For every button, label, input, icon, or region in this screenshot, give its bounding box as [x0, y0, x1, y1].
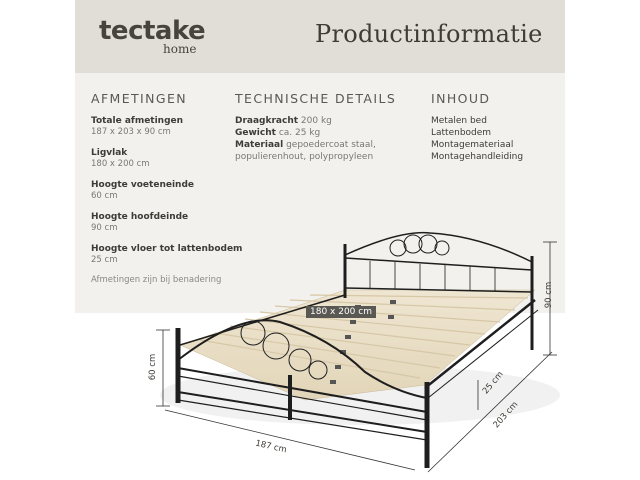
spec-label: Ligvlak — [91, 148, 128, 158]
heading-inhoud: INHOUD — [431, 91, 491, 106]
detail-value: gepoedercoat staal, — [286, 140, 376, 150]
heading-afmetingen: AFMETINGEN — [91, 91, 188, 106]
spec-item: Hoogte hoofdeinde 90 cm — [91, 211, 242, 234]
spec-label: Hoogte voeteneinde — [91, 180, 194, 190]
spec-value: 187 x 203 x 90 cm — [91, 127, 171, 137]
detail-value: ca. 25 kg — [278, 128, 321, 138]
detail-label: Gewicht — [235, 128, 276, 138]
spec-value: 60 cm — [91, 191, 118, 201]
brand-logo: tectake home — [99, 16, 206, 56]
detail-label: Materiaal — [235, 140, 284, 150]
column-inhoud: INHOUD Metalen bed Lattenbodem Montagema… — [431, 91, 523, 163]
approximation-note: Afmetingen zijn bij benadering — [91, 275, 222, 285]
brand-sub: home — [163, 42, 197, 56]
sleeping-area-badge: 180 x 200 cm — [306, 306, 376, 318]
detail-line: Materiaal gepoedercoat staal, — [235, 139, 396, 151]
head-height-label: 90 cm — [544, 281, 555, 309]
column-technische-details: TECHNISCHE DETAILS Draagkracht 200 kg Ge… — [235, 91, 396, 163]
detail-line: Gewicht ca. 25 kg — [235, 127, 396, 139]
spec-label: Totale afmetingen — [91, 116, 184, 126]
spec-item: Totale afmetingen 187 x 203 x 90 cm — [91, 115, 242, 138]
page-title: Productinformatie — [315, 20, 543, 48]
spec-value: 90 cm — [91, 223, 118, 233]
detail-value-continuation: populierenhout, polypropyleen — [235, 152, 374, 162]
column-afmetingen: AFMETINGEN Totale afmetingen 187 x 203 x… — [91, 91, 242, 285]
spec-item: Hoogte vloer tot lattenbodem 25 cm — [91, 243, 242, 266]
contents-item: Metalen bed — [431, 116, 487, 126]
detail-line: populierenhout, polypropyleen — [235, 151, 396, 163]
contents-item: Lattenbodem — [431, 128, 492, 138]
info-panel: AFMETINGEN Totale afmetingen 187 x 203 x… — [75, 73, 565, 313]
spec-value: 25 cm — [91, 255, 118, 265]
detail-value: 200 kg — [300, 116, 332, 126]
contents-item: Montagemateriaal — [431, 140, 514, 150]
spec-value: 180 x 200 cm — [91, 159, 150, 169]
spec-label: Hoogte hoofdeinde — [91, 212, 189, 222]
spec-label: Hoogte vloer tot lattenbodem — [91, 244, 243, 254]
spec-item: Hoogte voeteneinde 60 cm — [91, 179, 242, 202]
spec-item: Ligvlak 180 x 200 cm — [91, 147, 242, 170]
detail-label: Draagkracht — [235, 116, 299, 126]
foot-height-label: 60 cm — [148, 353, 159, 381]
detail-line: Draagkracht 200 kg — [235, 115, 396, 127]
contents-item: Montagehandleiding — [431, 152, 524, 162]
brand-name: tectake — [99, 16, 206, 46]
header-band: tectake home Productinformatie — [75, 0, 565, 73]
heading-technische-details: TECHNISCHE DETAILS — [235, 91, 397, 106]
